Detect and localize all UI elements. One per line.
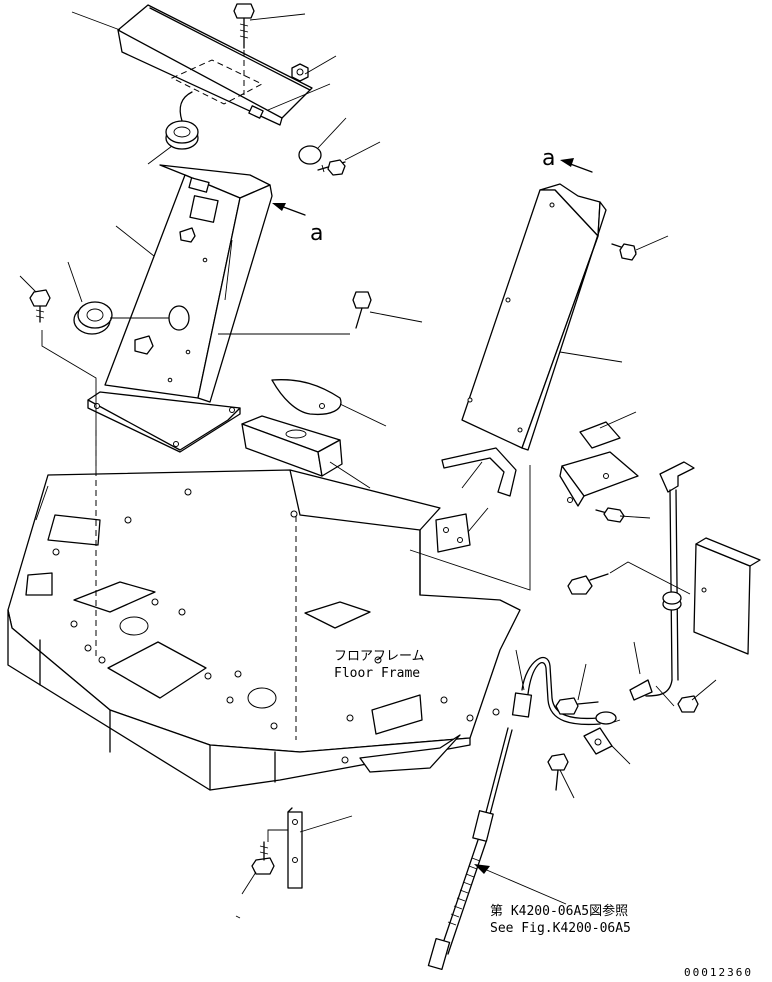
small-plate — [435, 513, 471, 553]
floor-plate-patch — [271, 379, 342, 416]
reference-jp: 第 K4200-06A5図参照 — [490, 903, 628, 919]
cable-assembly — [511, 649, 653, 755]
floor-frame-label-jp: フロアフレーム — [334, 649, 425, 664]
bottom-bracket — [267, 807, 303, 889]
view-marker-label-right: a — [542, 146, 555, 171]
floor-frame-label-en: Floor Frame — [334, 666, 420, 681]
drawing-number: 00012360 — [684, 966, 753, 979]
hook-rod — [441, 447, 517, 497]
panel-bolt — [611, 243, 637, 261]
bottom-bolt — [251, 841, 275, 875]
cover-bolt-side — [317, 159, 346, 176]
release-lever — [645, 461, 695, 697]
top-cover-plate — [117, 4, 313, 126]
rubber-ring — [73, 301, 190, 335]
stud-bolt-right — [567, 561, 691, 595]
washer — [298, 145, 322, 165]
side-guard — [693, 537, 761, 655]
rubber-block — [241, 415, 343, 477]
bracket-bolt — [595, 507, 625, 523]
view-arrow-right: a — [542, 146, 593, 173]
reference-en: See Fig.K4200-06A5 — [490, 921, 631, 936]
cable-bolt — [547, 695, 699, 791]
floor-frame: フロアフレーム Floor Frame — [7, 430, 521, 791]
cable-bracket — [409, 421, 639, 591]
control-cable — [427, 727, 513, 971]
view-marker-label-left: a — [310, 221, 323, 246]
console-column — [87, 164, 273, 453]
view-arrow-left: a — [272, 203, 323, 246]
mount-bolt-right — [218, 291, 372, 335]
leader-lines — [19, 11, 717, 919]
side-cover-panel — [461, 183, 607, 451]
grommet — [165, 91, 199, 150]
cover-nut — [291, 63, 309, 82]
cover-bolt-top — [233, 3, 255, 95]
